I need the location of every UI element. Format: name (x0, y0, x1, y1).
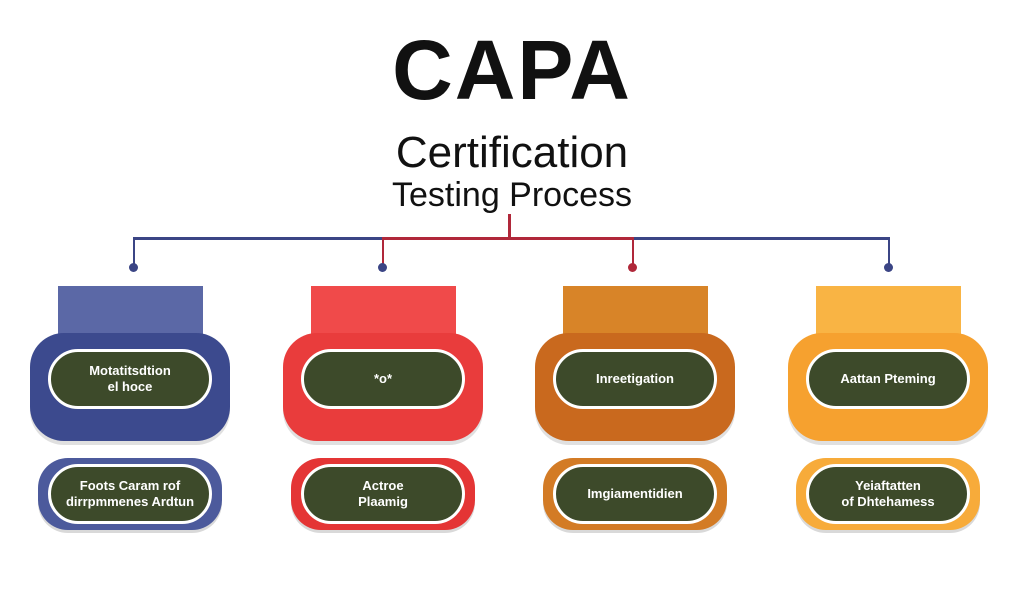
step-label: Actroe Plaamig (301, 464, 465, 524)
connector-dot-4 (884, 263, 893, 272)
step-box: Inreetigation (535, 333, 735, 441)
connector-stem (508, 214, 511, 239)
connector-drop-1 (133, 237, 135, 267)
step-box: Aattan Pteming (788, 333, 988, 441)
connector-bar-right (633, 237, 890, 240)
step-box: Foots Caram rof dirrpmmenes Ardtun (38, 458, 222, 530)
connector-bar-left (133, 237, 383, 240)
subtitle-testing-process: Testing Process (392, 176, 632, 214)
connector-dot-2 (378, 263, 387, 272)
connector-dot-3 (628, 263, 637, 272)
step-label: Foots Caram rof dirrpmmenes Ardtun (48, 464, 212, 524)
connector-drop-2 (382, 237, 384, 267)
step-box: Actroe Plaamig (291, 458, 475, 530)
step-label: Inreetigation (553, 349, 717, 409)
step-label: Yeiaftatten of Dhtehamess (806, 464, 970, 524)
step-label: *o* (301, 349, 465, 409)
step-label: Motatitsdtion el hoce (48, 349, 212, 409)
subtitle-certification: Certification (395, 128, 629, 177)
step-label: Imgiamentidien (553, 464, 717, 524)
connector-drop-3 (632, 237, 634, 267)
connector-bar-mid (383, 237, 635, 240)
connector-drop-4 (888, 237, 890, 267)
step-label: Aattan Pteming (806, 349, 970, 409)
step-box: Motatitsdtion el hoce (30, 333, 230, 441)
step-box: *o* (283, 333, 483, 441)
step-box: Imgiamentidien (543, 458, 727, 530)
title: CAPA (392, 23, 632, 117)
connector-dot-1 (129, 263, 138, 272)
step-box: Yeiaftatten of Dhtehamess (796, 458, 980, 530)
